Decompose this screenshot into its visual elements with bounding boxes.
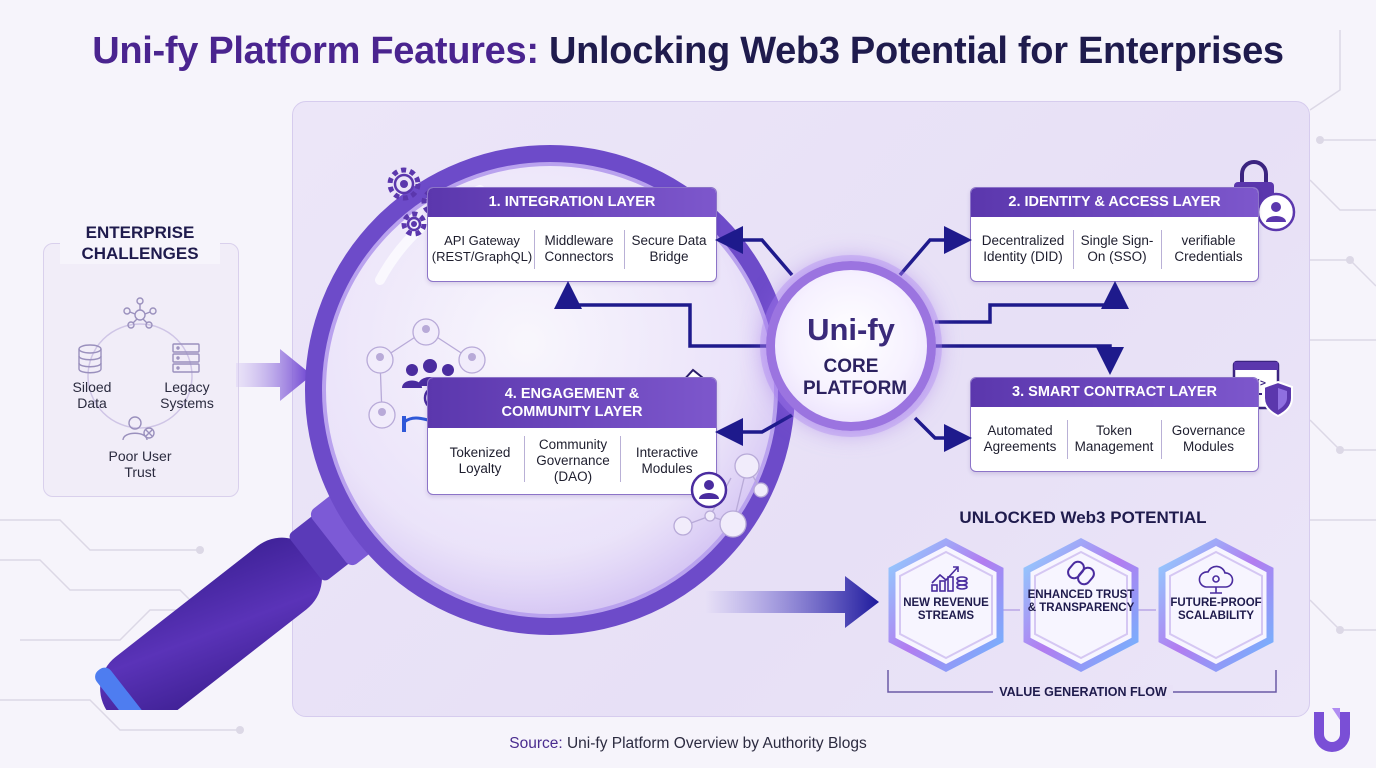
integration-layer: 1. INTEGRATION LAYER API Gateway (REST/G… — [427, 187, 717, 282]
source-caption: Source: Uni-fy Platform Overview by Auth… — [0, 735, 1376, 753]
user-icon — [690, 471, 728, 509]
handshake-link-icon — [1067, 560, 1095, 586]
smart-contract-layer-title: 3. SMART CONTRACT LAYER — [971, 378, 1258, 407]
engagement-item-modules: Interactive Modules — [635, 445, 699, 476]
contract-item-token: Token Management — [1074, 423, 1154, 454]
contract-item-governance: Governance Modules — [1171, 423, 1246, 454]
title-highlight: Uni-fy Platform Features: — [92, 30, 539, 72]
cloud-icon — [1198, 565, 1234, 594]
server-icon — [172, 343, 200, 373]
database-icon — [78, 344, 102, 374]
social-graph-icon — [673, 453, 769, 538]
identity-item-credentials: verifiable Credentials — [1174, 233, 1243, 264]
challenge-siloed-data: Siloed Data — [72, 379, 112, 411]
community-network-icon — [366, 318, 486, 429]
identity-layer: 2. IDENTITY & ACCESS LAYER Decentralized… — [970, 187, 1259, 282]
network-icon — [123, 297, 157, 329]
challenges-arrow — [236, 349, 312, 401]
user-distrust-icon — [122, 416, 155, 441]
source-prefix: Source: — [509, 735, 563, 752]
contract-item-agreements: Automated Agreements — [983, 423, 1057, 454]
potential-title: UNLOCKED Web3 POTENTIAL — [959, 508, 1207, 527]
title-rest: Unlocking Web3 Potential for Enterprises — [548, 30, 1284, 72]
growth-chart-icon — [931, 566, 968, 592]
logo-icon — [1314, 708, 1350, 752]
engagement-item-dao: Community Governance (DAO) — [536, 437, 610, 484]
core-platform: Uni-fy CORE PLATFORM — [766, 261, 936, 431]
challenges-cycle — [78, 297, 200, 441]
engagement-layer-title: 4. ENGAGEMENT & COMMUNITY LAYER — [428, 378, 716, 428]
potential-arrow — [705, 576, 879, 628]
identity-item-did: Decentralized Identity (DID) — [981, 233, 1065, 264]
potential-scalability: FUTURE-PROOF SCALABILITY — [1170, 597, 1262, 622]
potential-trust: ENHANCED TRUST & TRANSPARENCY — [1027, 589, 1135, 614]
source-text: Uni-fy Platform Overview by Authority Bl… — [566, 735, 867, 752]
identity-item-sso: Single Sign-On (SSO) — [1080, 233, 1154, 264]
potential-hexagons — [888, 538, 1274, 672]
page-title: Uni-fy Platform Features: Unlocking Web3… — [0, 30, 1376, 73]
core-subtitle: CORE PLATFORM — [803, 356, 908, 399]
core-name: Uni-fy — [807, 312, 895, 347]
engagement-layer: 4. ENGAGEMENT & COMMUNITY LAYER Tokenize… — [427, 377, 717, 495]
challenge-poor-user-trust: Poor User Trust — [108, 448, 172, 480]
integration-item-middleware: Middleware Connectors — [544, 233, 614, 264]
integration-layer-title: 1. INTEGRATION LAYER — [428, 188, 716, 217]
potential-revenue: NEW REVENUE STREAMS — [903, 597, 989, 622]
value-flow-label: VALUE GENERATION FLOW — [993, 685, 1173, 699]
challenges-title: ENTERPRISE CHALLENGES — [60, 222, 220, 264]
smart-contract-layer: 3. SMART CONTRACT LAYER Automated Agreem… — [970, 377, 1259, 472]
integration-item-secure-bridge: Secure Data Bridge — [631, 233, 707, 264]
identity-layer-title: 2. IDENTITY & ACCESS LAYER — [971, 188, 1258, 217]
challenge-legacy-systems: Legacy Systems — [160, 379, 214, 411]
engagement-item-loyalty: Tokenized Loyalty — [449, 445, 511, 476]
integration-item-api-gateway: API Gateway (REST/GraphQL) — [431, 233, 533, 264]
